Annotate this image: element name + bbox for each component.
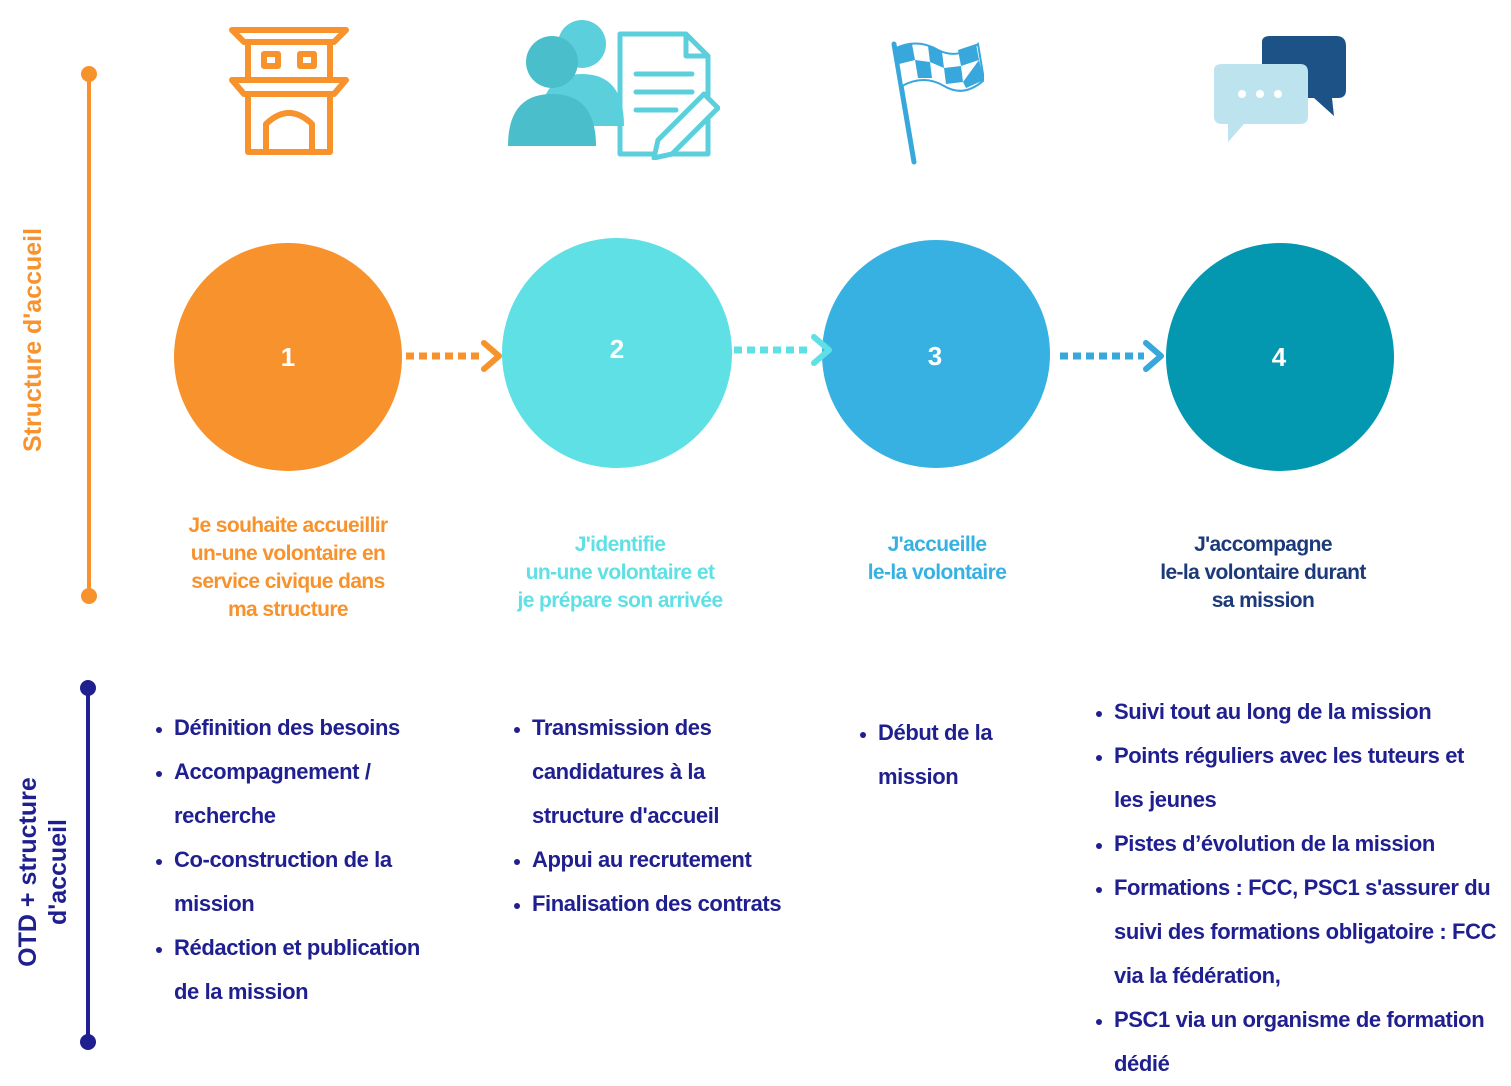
list-item: Co-construction de la mission xyxy=(174,838,494,926)
step-caption-1: Je souhaite accueillir un-une volontaire… xyxy=(148,512,428,624)
checkered-flag-icon xyxy=(891,41,984,165)
list-item: Appui au recrutement xyxy=(532,838,852,882)
step-caption-2-line: je prépare son arrivée xyxy=(517,589,723,612)
navy-timeline-bottom-dot xyxy=(80,1034,96,1050)
step-caption-3-line: J'accueille xyxy=(887,533,987,556)
list-item: Points réguliers avec les tuteurs et les… xyxy=(1114,734,1511,822)
orange-timeline-bottom-dot xyxy=(81,588,97,604)
step-number-2: 2 xyxy=(609,333,625,364)
step-caption-4: J'accompagne le-la volontaire durant sa … xyxy=(1123,531,1403,615)
step-caption-2-line: un-une volontaire et xyxy=(525,561,715,584)
otd-structure-label: OTD + structure d'accueil xyxy=(13,777,73,967)
step-caption-3-line: le-la volontaire xyxy=(867,561,1007,584)
list-item: Accompagnement / recherche xyxy=(174,750,494,838)
list-item: Formations : FCC, PSC1 s'assurer du suiv… xyxy=(1114,866,1511,998)
arrow-1-to-2 xyxy=(406,340,502,372)
step-circle-1: 1 xyxy=(174,243,402,471)
step-caption-2-line: J'identifie xyxy=(574,533,666,556)
arrow-3-to-4 xyxy=(1060,340,1164,372)
tasks-list-step-2: Transmission des candidatures à la struc… xyxy=(494,706,852,926)
step-number-4: 4 xyxy=(1271,341,1287,372)
orange-timeline-line xyxy=(87,74,91,596)
chat-bubbles-icon xyxy=(1214,36,1346,142)
arrow-2-to-3 xyxy=(734,334,832,366)
people-document-icon xyxy=(508,20,720,160)
list-item: Transmission des candidatures à la struc… xyxy=(532,706,852,838)
tasks-list-step-3: Début de la mission xyxy=(840,711,1078,799)
list-item: Début de la mission xyxy=(878,711,1078,799)
step-caption-1-line: service civique dans xyxy=(191,570,385,593)
list-item: Rédaction et publication de la mission xyxy=(174,926,494,1014)
list-item: Pistes d’évolution de la mission xyxy=(1114,822,1511,866)
step-caption-4-line: sa mission xyxy=(1211,589,1315,612)
step-circle-3: 3 xyxy=(822,240,1050,468)
step-number-3: 3 xyxy=(927,340,943,371)
building-gate-icon xyxy=(229,27,349,155)
step-caption-4-line: J'accompagne xyxy=(1194,533,1332,556)
orange-timeline-top-dot xyxy=(81,66,97,82)
list-item: Suivi tout au long de la mission xyxy=(1114,690,1511,734)
step-caption-2: J'identifie un-une volontaire et je prép… xyxy=(475,531,765,615)
step-caption-1-line: Je souhaite accueillir xyxy=(188,514,388,537)
step-caption-3: J'accueille le-la volontaire xyxy=(812,531,1062,587)
otd-structure-label-line1: OTD + structure xyxy=(14,777,42,967)
step-caption-1-line: un-une volontaire en xyxy=(190,542,386,565)
step-number-1: 1 xyxy=(280,341,296,372)
navy-timeline-line xyxy=(86,688,90,1040)
step-circle-2: 2 xyxy=(502,238,732,468)
list-item: Finalisation des contrats xyxy=(532,882,852,926)
step-circle-4: 4 xyxy=(1166,243,1394,471)
navy-timeline-top-dot xyxy=(80,680,96,696)
tasks-list-step-1: Définition des besoins Accompagnement / … xyxy=(136,706,494,1014)
structure-accueil-label: Structure d'accueil xyxy=(19,227,47,453)
tasks-list-step-4: Suivi tout au long de la mission Points … xyxy=(1076,690,1511,1086)
step-caption-1-line: ma structure xyxy=(227,598,349,621)
otd-structure-label-line2: d'accueil xyxy=(44,819,72,925)
list-item: Définition des besoins xyxy=(174,706,494,750)
step-caption-4-line: le-la volontaire durant xyxy=(1160,561,1366,584)
list-item: PSC1 via un organisme de formation dédié xyxy=(1114,998,1511,1086)
